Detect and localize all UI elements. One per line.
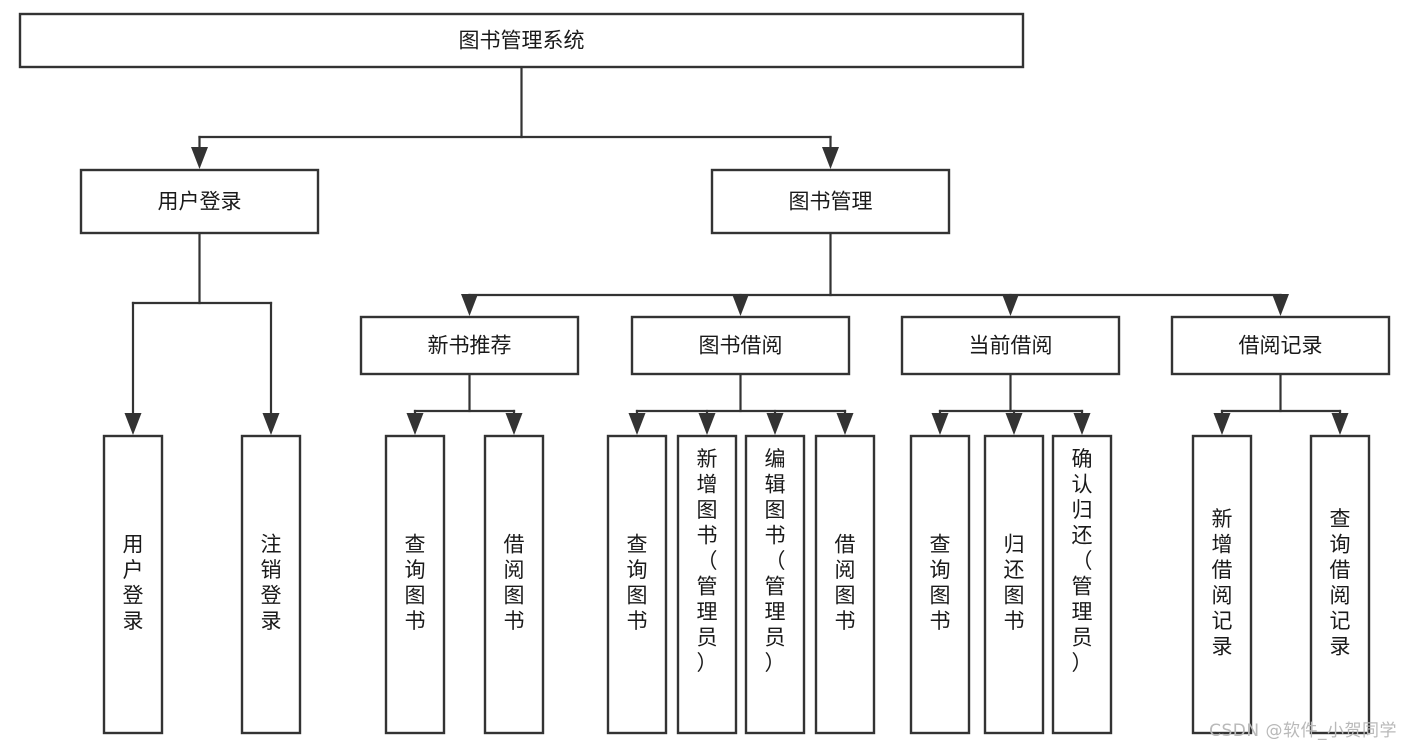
node-box-leaf-query-book-2	[606, 434, 668, 735]
node-box-leaf-return-book	[983, 434, 1045, 735]
node-label-leaf-user-logout: 注销登录	[261, 533, 282, 634]
node-leaf-add-borrow-record[interactable]: 新增借阅记录	[1191, 434, 1253, 735]
node-box-book-borrow	[630, 315, 851, 376]
node-label-leaf-query-borrow-record: 查询借阅记录	[1330, 507, 1351, 659]
node-label-leaf-borrow-book-2: 借阅图书	[835, 533, 856, 634]
node-label-leaf-add-borrow-record: 新增借阅记录	[1212, 507, 1233, 659]
node-label-leaf-query-book-1: 查询图书	[405, 533, 426, 634]
connector-group-root	[191, 65, 839, 169]
node-label-leaf-confirm-return-admin: 确认归还（管理员）	[1072, 447, 1093, 675]
node-box-root	[18, 12, 1025, 69]
node-label-root: 图书管理系统	[459, 29, 585, 53]
node-box-leaf-query-book-3	[909, 434, 971, 735]
node-leaf-confirm-return-admin[interactable]: 确认归还（管理员）	[1051, 434, 1113, 735]
connector-group-new-book-recommend	[406, 372, 523, 435]
node-new-book-recommend[interactable]: 新书推荐	[359, 315, 580, 376]
node-label-leaf-user-login: 用户登录	[123, 533, 144, 634]
node-label-leaf-return-book: 归还图书	[1004, 533, 1025, 634]
node-leaf-query-book-3[interactable]: 查询图书	[909, 434, 971, 735]
node-leaf-query-book-2[interactable]: 查询图书	[606, 434, 668, 735]
node-layer: 图书管理系统用户登录图书管理新书推荐图书借阅当前借阅借阅记录用户登录注销登录查询…	[18, 12, 1391, 735]
node-leaf-query-borrow-record[interactable]: 查询借阅记录	[1309, 434, 1371, 735]
node-book-borrow[interactable]: 图书借阅	[630, 315, 851, 376]
node-box-user-login	[79, 168, 320, 235]
node-label-borrow-record: 借阅记录	[1239, 334, 1323, 358]
node-box-leaf-add-borrow-record	[1191, 434, 1253, 735]
node-label-book-borrow: 图书借阅	[699, 334, 783, 358]
node-leaf-return-book[interactable]: 归还图书	[983, 434, 1045, 735]
node-box-book-manage	[710, 168, 951, 235]
connector-group-book-borrow	[628, 372, 854, 435]
node-leaf-user-logout[interactable]: 注销登录	[240, 434, 302, 735]
node-current-borrow[interactable]: 当前借阅	[900, 315, 1121, 376]
connector-group-book-manage	[461, 231, 1289, 316]
connector-group-user-login	[124, 231, 280, 435]
node-box-leaf-query-book-1	[384, 434, 446, 735]
node-leaf-query-book-1[interactable]: 查询图书	[384, 434, 446, 735]
node-borrow-record[interactable]: 借阅记录	[1170, 315, 1391, 376]
node-leaf-user-login[interactable]: 用户登录	[102, 434, 164, 735]
node-box-leaf-borrow-book-2	[814, 434, 876, 735]
node-box-leaf-user-login	[102, 434, 164, 735]
node-label-leaf-edit-book-admin: 编辑图书（管理员）	[765, 447, 786, 675]
node-box-leaf-user-logout	[240, 434, 302, 735]
node-label-user-login: 用户登录	[158, 190, 242, 214]
node-box-leaf-edit-book-admin	[744, 434, 806, 735]
node-leaf-borrow-book-2[interactable]: 借阅图书	[814, 434, 876, 735]
node-box-leaf-add-book-admin	[676, 434, 738, 735]
node-box-leaf-borrow-book-1	[483, 434, 545, 735]
node-box-borrow-record	[1170, 315, 1391, 376]
node-label-leaf-add-book-admin: 新增图书（管理员）	[697, 447, 718, 675]
connector-layer	[124, 65, 1349, 435]
node-leaf-borrow-book-1[interactable]: 借阅图书	[483, 434, 545, 735]
node-user-login[interactable]: 用户登录	[79, 168, 320, 235]
node-box-leaf-confirm-return-admin	[1051, 434, 1113, 735]
node-leaf-add-book-admin[interactable]: 新增图书（管理员）	[676, 434, 738, 735]
node-root[interactable]: 图书管理系统	[18, 12, 1025, 69]
node-label-current-borrow: 当前借阅	[969, 334, 1053, 358]
node-label-book-manage: 图书管理	[789, 190, 873, 214]
connector-group-current-borrow	[931, 372, 1091, 435]
node-label-leaf-query-book-3: 查询图书	[930, 533, 951, 634]
connector-group-borrow-record	[1213, 372, 1349, 435]
node-label-leaf-borrow-book-1: 借阅图书	[504, 533, 525, 634]
node-box-leaf-query-borrow-record	[1309, 434, 1371, 735]
node-label-new-book-recommend: 新书推荐	[428, 334, 512, 358]
node-box-new-book-recommend	[359, 315, 580, 376]
node-box-current-borrow	[900, 315, 1121, 376]
node-label-leaf-query-book-2: 查询图书	[627, 533, 648, 634]
node-leaf-edit-book-admin[interactable]: 编辑图书（管理员）	[744, 434, 806, 735]
node-book-manage[interactable]: 图书管理	[710, 168, 951, 235]
